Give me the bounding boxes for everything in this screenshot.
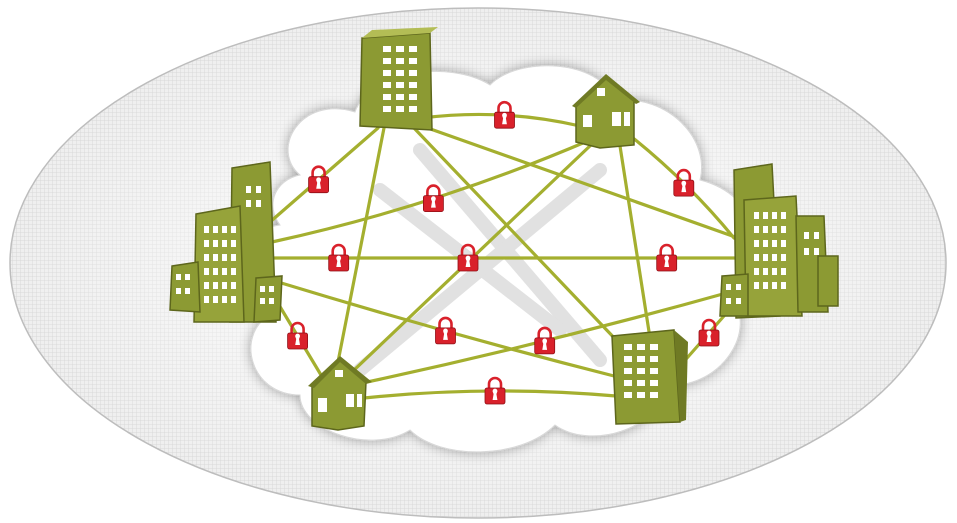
office-cluster-icon xyxy=(169,161,283,323)
padlock-icon xyxy=(656,243,678,272)
house-icon xyxy=(572,74,640,149)
padlock-icon xyxy=(328,243,350,272)
padlock-icon xyxy=(308,165,330,194)
padlock-icon xyxy=(698,318,720,347)
house-icon xyxy=(308,356,372,431)
network-link xyxy=(412,126,622,346)
padlock-icon xyxy=(484,376,506,405)
padlock-icon xyxy=(673,168,695,197)
padlock-icon xyxy=(422,184,444,213)
padlock-icon xyxy=(494,100,515,129)
padlock-icon xyxy=(287,321,309,350)
padlock-icon xyxy=(534,326,556,355)
office-tower-icon xyxy=(611,329,688,425)
office-cluster-icon xyxy=(719,163,839,319)
padlock-icon xyxy=(457,243,479,272)
office-tower-icon xyxy=(359,27,438,131)
locks-group xyxy=(287,100,720,405)
padlock-icon xyxy=(435,316,456,345)
network-link xyxy=(420,124,740,240)
network-link xyxy=(334,126,386,374)
